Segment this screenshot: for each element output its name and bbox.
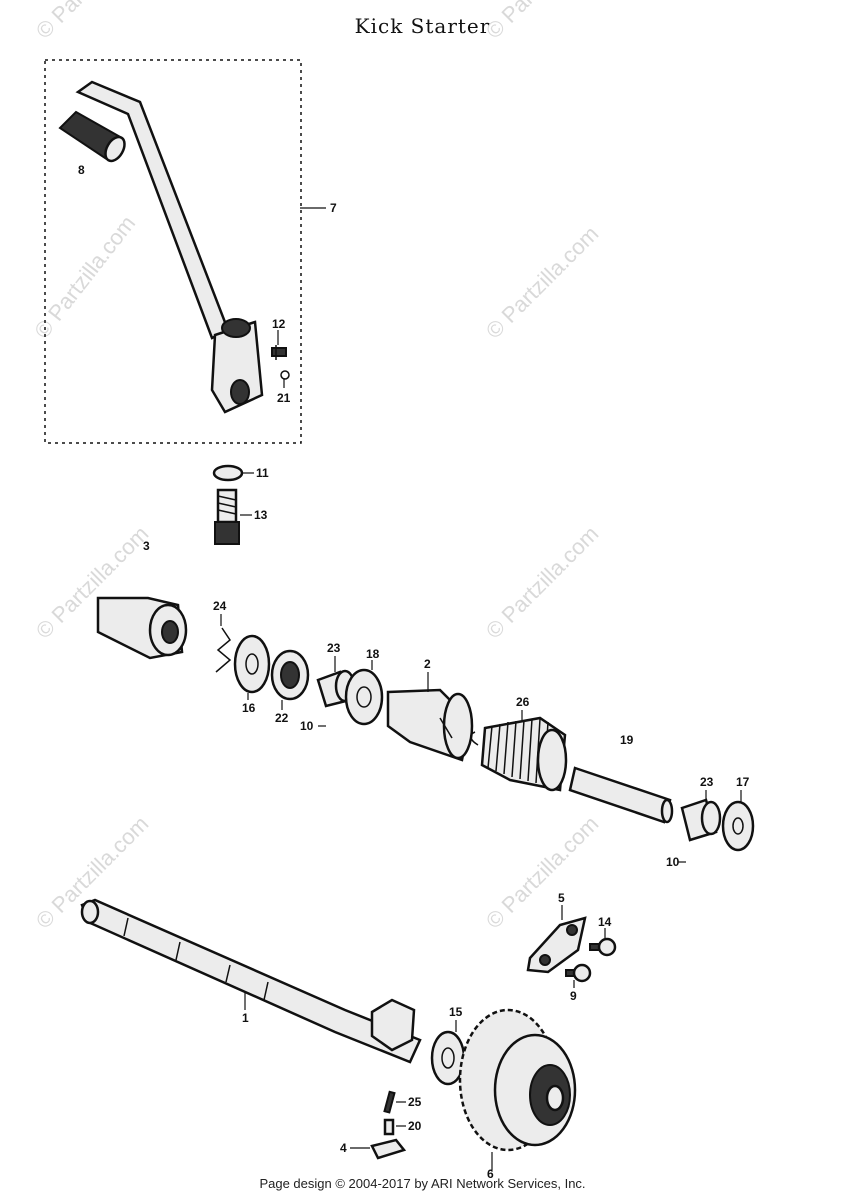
bushing	[680, 798, 722, 842]
spring-guide	[386, 688, 474, 762]
spring-clip	[215, 627, 232, 673]
washer	[344, 668, 384, 726]
kick-rubber-grip	[58, 110, 126, 163]
callout-23: 23	[327, 641, 341, 655]
callout-14: 14	[598, 915, 612, 929]
washer-small	[280, 370, 290, 380]
spring-small	[383, 1118, 395, 1136]
callout-10: 10	[666, 855, 680, 869]
kick-gear	[458, 1008, 577, 1152]
pin	[383, 1090, 396, 1114]
callout-22: 22	[275, 711, 289, 725]
leader-lines	[220, 330, 742, 1170]
watermark: © Partzilla.com	[31, 0, 154, 44]
washer	[721, 800, 755, 852]
kick-bolt	[214, 488, 240, 545]
callout-9: 9	[570, 989, 577, 1003]
watermark: © Partzilla.com	[481, 221, 604, 344]
callout-13: 13	[254, 508, 268, 522]
watermark: © Partzilla.com	[481, 521, 604, 644]
washer	[233, 634, 271, 694]
callout-5: 5	[558, 891, 565, 905]
callout-8: 8	[78, 163, 85, 177]
washer	[212, 464, 244, 482]
watermark: © Partzilla.com	[481, 0, 604, 44]
callout-7: 7	[330, 201, 337, 215]
copyright-footer: Page design © 2004-2017 by ARI Network S…	[259, 1176, 586, 1191]
callout-24: 24	[213, 599, 227, 613]
watermark: © Partzilla.com	[29, 211, 140, 343]
callout-6: 6	[487, 1167, 494, 1181]
washer	[430, 1030, 466, 1086]
screw	[565, 963, 592, 983]
diagram-title: Kick Starter	[354, 14, 491, 38]
callout-20: 20	[408, 1119, 422, 1133]
callout-11: 11	[256, 466, 269, 480]
callout-17: 17	[736, 775, 750, 789]
ratchet-guide-plate	[526, 916, 587, 974]
watermark: © Partzilla.com	[481, 811, 604, 934]
kick-arm	[75, 80, 264, 414]
callout-2: 2	[424, 657, 431, 671]
oil-seal	[270, 649, 310, 701]
callout-25: 25	[408, 1095, 422, 1109]
ratchet-pawl	[370, 1138, 407, 1160]
screw	[589, 937, 617, 957]
callout-3: 3	[143, 539, 150, 553]
callout-4: 4	[340, 1141, 347, 1155]
callout-23: 23	[700, 775, 714, 789]
spindle-stopper	[96, 596, 188, 660]
callout-12: 12	[272, 317, 286, 331]
kick-arm-assembly-box	[44, 59, 302, 444]
callout-21: 21	[277, 391, 291, 405]
kick-spring	[470, 716, 568, 792]
callouts: 7 8 12 21 11 13 3 24 16 22 23 18 10 2 26…	[78, 163, 750, 1181]
callout-26: 26	[516, 695, 530, 709]
callout-16: 16	[242, 701, 256, 715]
pinch-bolt	[271, 345, 287, 360]
callout-15: 15	[449, 1005, 463, 1019]
callout-10: 10	[300, 719, 314, 733]
kick-starter-spindle	[80, 898, 422, 1064]
callout-18: 18	[366, 647, 380, 661]
callout-19: 19	[620, 733, 634, 747]
spindle-sleeve	[568, 766, 674, 824]
callout-1: 1	[242, 1011, 249, 1025]
